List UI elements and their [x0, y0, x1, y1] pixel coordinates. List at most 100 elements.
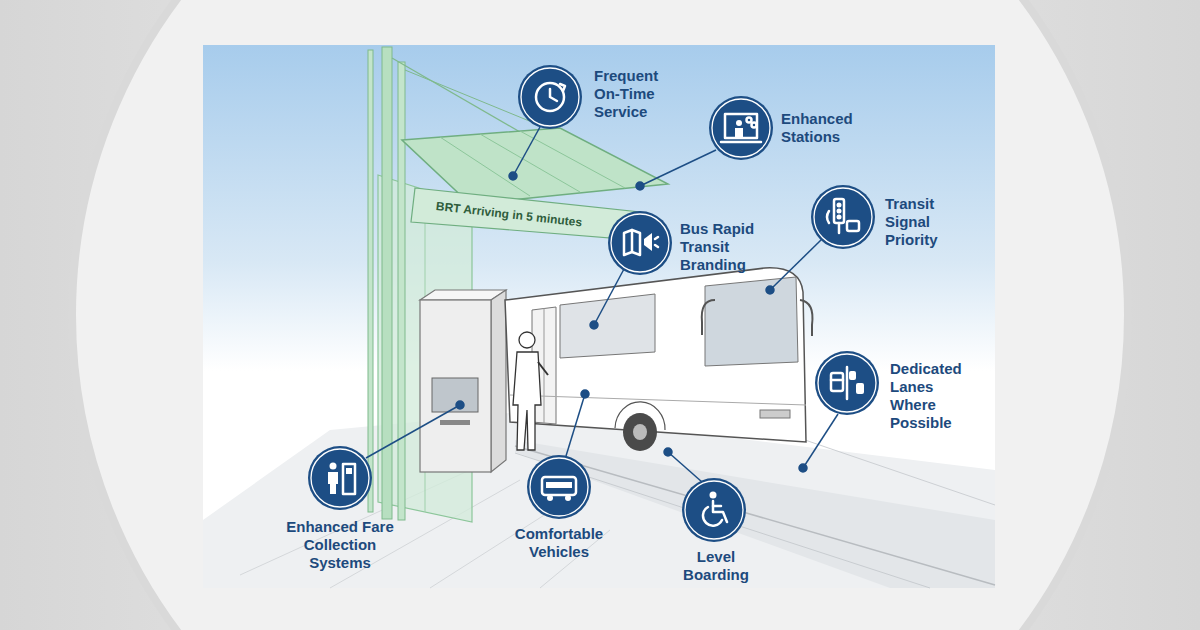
callout-icon: [308, 446, 372, 510]
callout-label: Bus Rapid Transit Branding: [680, 220, 766, 274]
icon-symbol: [624, 230, 658, 255]
callout-node: Enhanced Stations: [709, 96, 773, 160]
callout-icon: [518, 65, 582, 129]
callout-node: Level Boarding: [682, 478, 746, 542]
kiosk-screen: [432, 378, 478, 412]
kiosk-front: [420, 300, 491, 472]
icon-circle: [811, 185, 875, 249]
leader-line: [594, 269, 624, 325]
curb-line: [515, 446, 995, 585]
bus-mirror: [800, 300, 813, 336]
bus: [505, 268, 813, 451]
picture-panel: [203, 45, 995, 588]
leader-dot: [664, 448, 672, 456]
bus-mirror: [702, 300, 715, 335]
callout-label: Level Boarding: [676, 548, 756, 584]
passenger-body: [513, 352, 541, 450]
icon-ring: [814, 188, 872, 246]
frame-circle: [72, 0, 1128, 630]
platform: [203, 412, 995, 588]
callout-node: Comfortable Vehicles: [527, 455, 591, 519]
kiosk-slot: [440, 420, 470, 425]
leader-line: [513, 127, 540, 176]
callout-label: Dedicated Lanes Where Possible: [890, 360, 978, 432]
passenger-arm: [538, 362, 548, 375]
curb-line: [515, 453, 930, 588]
icon-circle: [308, 446, 372, 510]
leader-line: [770, 240, 821, 290]
leader-dot: [581, 390, 589, 398]
ground: [203, 412, 995, 588]
icon-ring: [818, 354, 876, 412]
bus-window: [560, 294, 655, 358]
leader-line: [803, 414, 838, 468]
icon-circle: [682, 478, 746, 542]
roof-rib: [440, 137, 530, 196]
icon-symbol: [831, 367, 864, 399]
bus-bumper: [760, 410, 790, 418]
kiosk-side: [491, 290, 506, 472]
leader-dot: [456, 401, 464, 409]
icon-symbol: [703, 492, 727, 526]
pole: [368, 50, 373, 512]
callout-icon: [811, 185, 875, 249]
lane-line: [805, 440, 995, 505]
callout-node: Frequent On-Time Service: [518, 65, 582, 129]
icon-symbol: [827, 199, 859, 233]
bus-stripe: [510, 395, 806, 405]
icon-symbol: [721, 114, 761, 142]
callout-node: Dedicated Lanes Where Possible: [815, 351, 879, 415]
icon-symbol: [328, 463, 355, 495]
icon-ring: [685, 481, 743, 539]
callout-icon: [709, 96, 773, 160]
callout-label: Frequent On-Time Service: [594, 67, 680, 121]
bus-hub: [633, 424, 647, 440]
callout-icon: [608, 211, 672, 275]
bus-windshield: [705, 277, 798, 366]
icon-ring: [611, 214, 669, 272]
leader-dot: [766, 286, 774, 294]
callout-label: Transit Signal Priority: [885, 195, 961, 249]
bus-door-split: [544, 308, 545, 423]
leader-dot: [636, 182, 644, 190]
passenger: [513, 332, 548, 450]
callout-node: Enhanced Fare Collection Systems: [308, 446, 372, 510]
icon-ring: [311, 449, 369, 507]
icon-circle: [815, 351, 879, 415]
callout-node: Transit Signal Priority: [811, 185, 875, 249]
callout-label: Enhanced Fare Collection Systems: [275, 518, 405, 572]
icon-symbol: [536, 83, 565, 111]
leader-line: [366, 405, 460, 458]
callout-icon: [682, 478, 746, 542]
sign-band: [411, 188, 640, 240]
callout-label: Enhanced Stations: [781, 110, 867, 146]
pole: [398, 62, 405, 520]
leader-line: [668, 452, 702, 482]
icon-circle: [709, 96, 773, 160]
icon-ring: [530, 458, 588, 516]
callout-node: Bus Rapid Transit Branding: [608, 211, 672, 275]
leader-line: [566, 394, 585, 456]
leader-line: [640, 150, 716, 186]
passenger-head: [519, 332, 535, 348]
callout-icon: [527, 455, 591, 519]
bus-wheel: [623, 413, 657, 451]
leader-dot: [590, 321, 598, 329]
callout-label: Comfortable Vehicles: [499, 525, 619, 561]
leader-dot: [799, 464, 807, 472]
road: [515, 440, 995, 588]
icon-symbol: [542, 477, 576, 501]
leader-lines: [366, 127, 838, 482]
icon-ring: [712, 99, 770, 157]
icon-circle: [518, 65, 582, 129]
fare-kiosk: [420, 290, 506, 472]
icon-circle: [608, 211, 672, 275]
roof-rib: [520, 131, 625, 188]
leader-dot: [509, 172, 517, 180]
roof-cable: [392, 58, 520, 132]
icon-ring: [521, 68, 579, 126]
roof-rib: [480, 134, 580, 192]
icon-circle: [527, 455, 591, 519]
callout-icon: [815, 351, 879, 415]
